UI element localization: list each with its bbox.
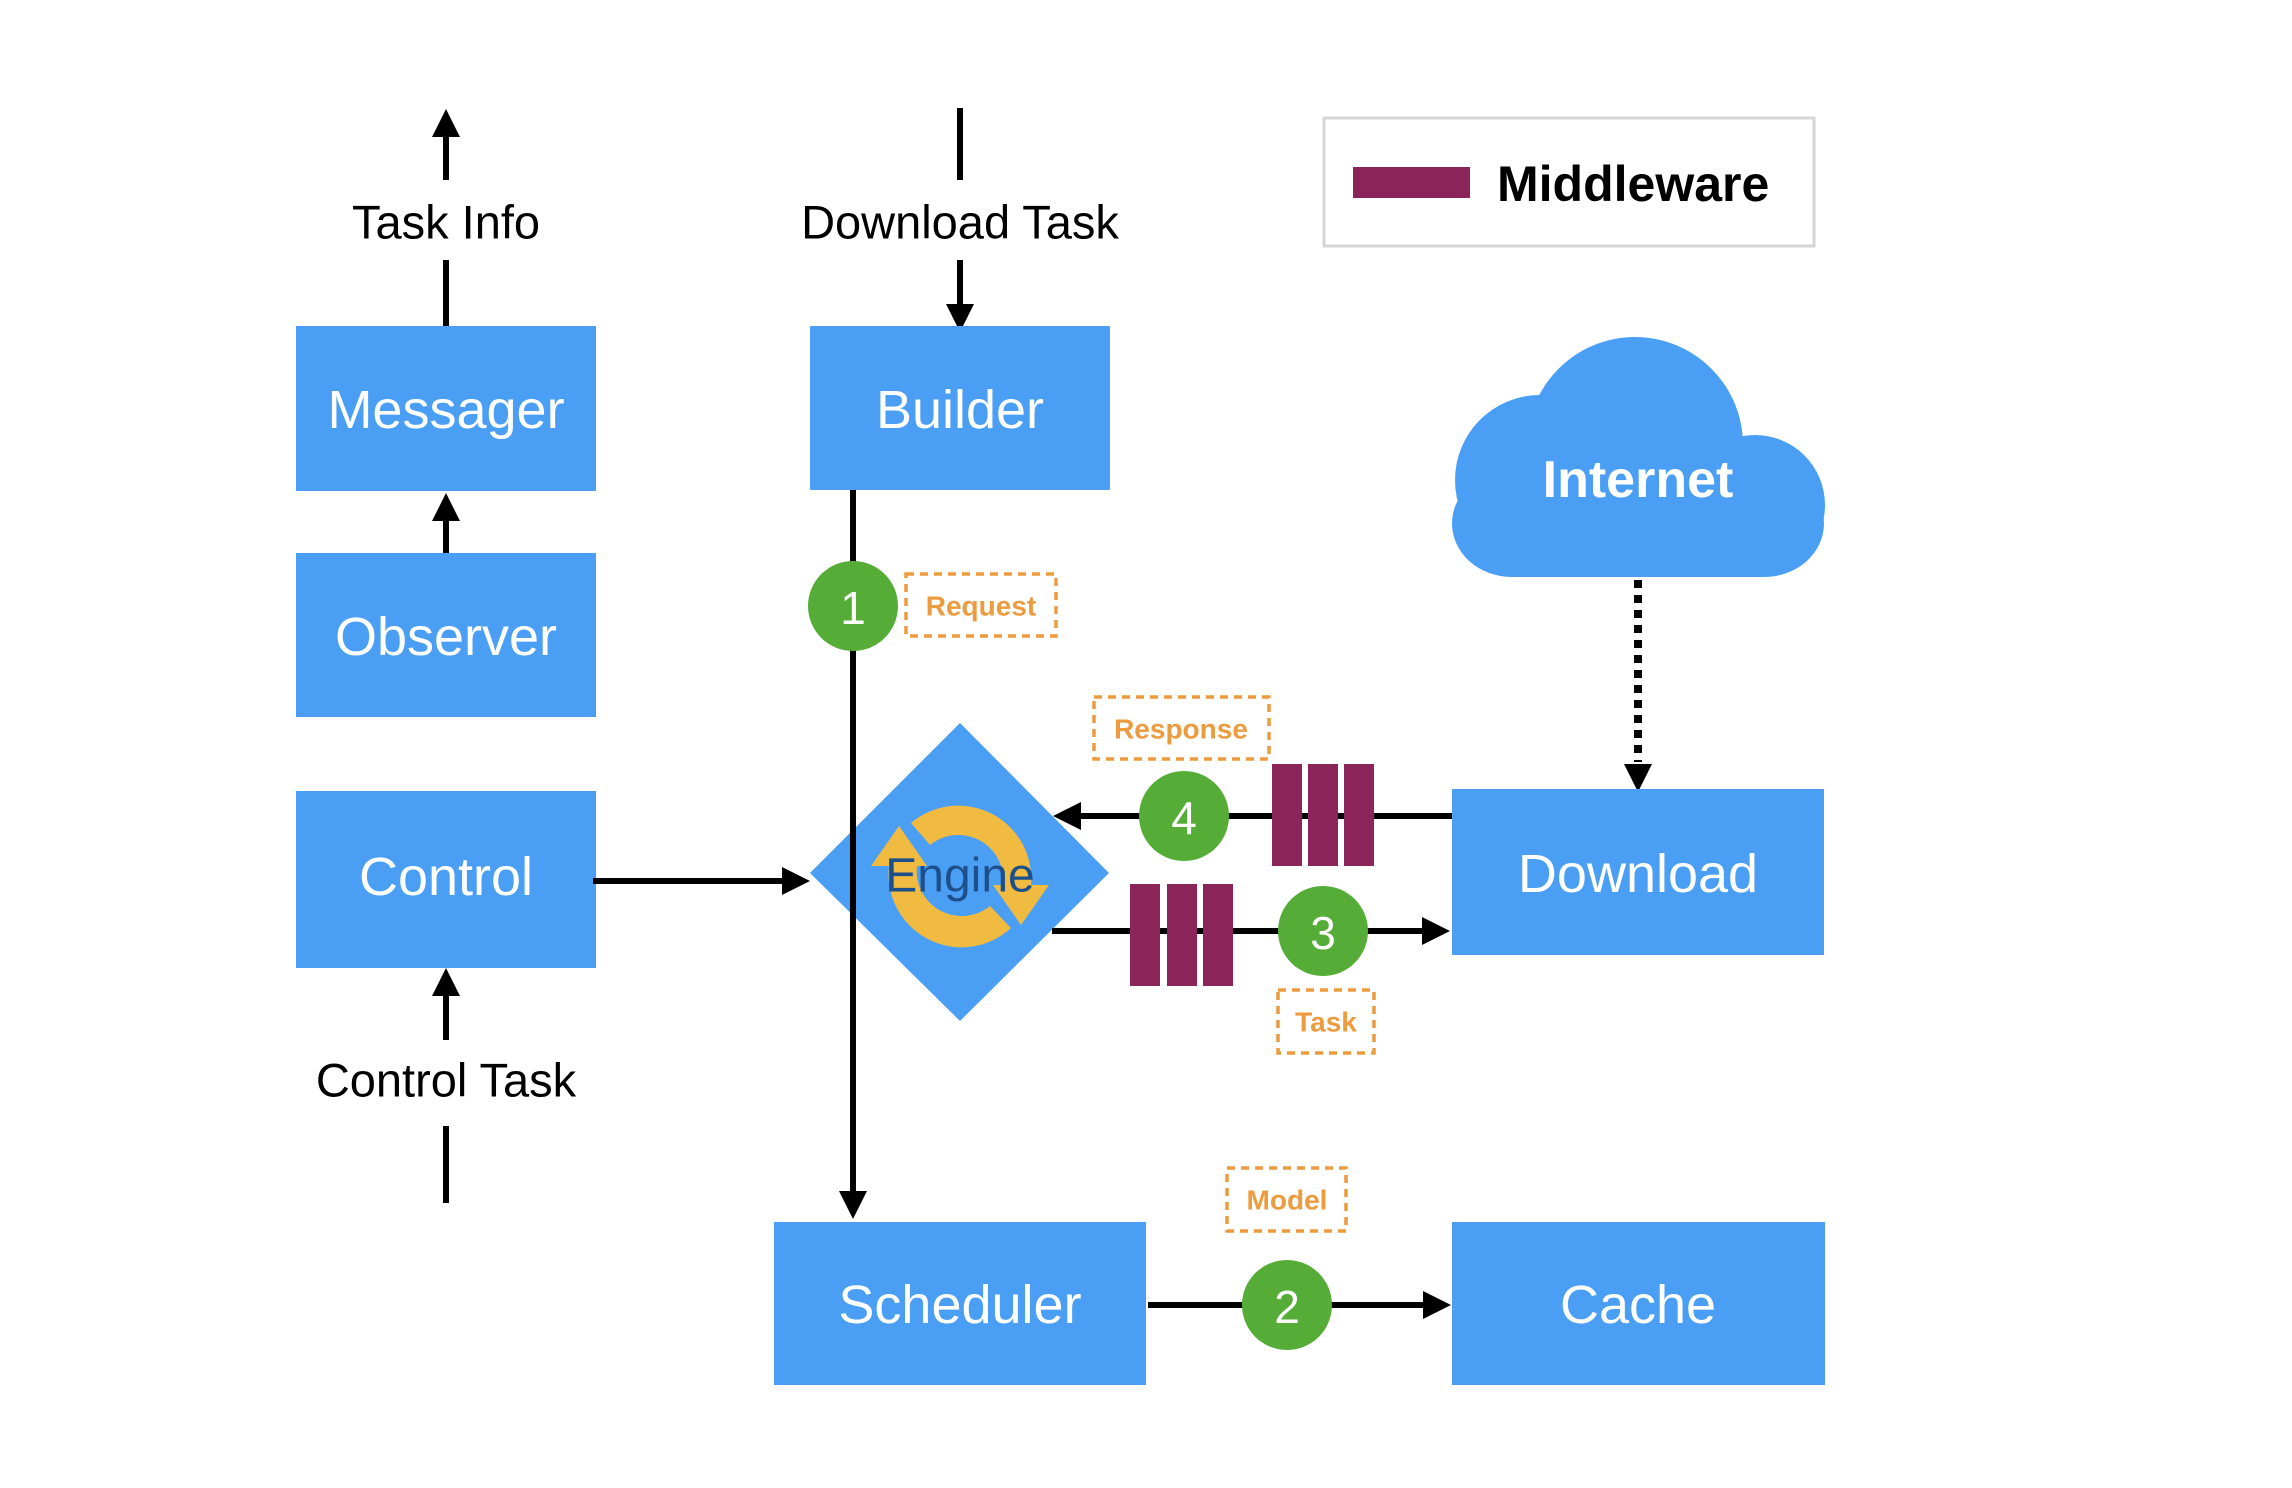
arrow-head-left — [1053, 802, 1081, 830]
middleware-bar[interactable] — [1308, 764, 1338, 866]
edge-control-task-control: Control Task — [316, 968, 577, 1203]
engine-diamond[interactable] — [810, 723, 1109, 1021]
step-3-number: 3 — [1310, 907, 1336, 959]
component-observer[interactable]: Observer — [296, 553, 596, 717]
step-1-number: 1 — [840, 582, 866, 634]
arrow-head-up — [432, 968, 460, 996]
observer-box[interactable] — [296, 553, 596, 717]
step-3[interactable]: 3 Task — [1276, 886, 1376, 1055]
component-cache[interactable]: Cache — [1452, 1222, 1825, 1385]
task-tag-box — [1276, 988, 1376, 1055]
step-2-number: 2 — [1274, 1281, 1300, 1333]
step-1-badge[interactable] — [808, 561, 898, 651]
task-info-label: Task Info — [352, 196, 540, 249]
engine-refresh-icon — [871, 805, 1049, 948]
arrow-head-down — [839, 1191, 867, 1219]
download-task-label: Download Task — [801, 196, 1119, 249]
task-tag-label: Task — [1295, 1007, 1357, 1038]
internet-label: Internet — [1543, 451, 1734, 509]
arrow-head-up — [432, 109, 460, 137]
step-2-badge[interactable] — [1242, 1260, 1332, 1350]
control-box[interactable] — [296, 791, 596, 968]
edge-control-engine — [593, 867, 810, 895]
step-2[interactable]: Model 2 — [1225, 1166, 1348, 1350]
step-3-badge[interactable] — [1278, 886, 1368, 976]
step-4[interactable]: Response 4 — [1092, 695, 1271, 861]
component-builder[interactable]: Builder — [810, 326, 1110, 490]
edge-engine-download — [1052, 917, 1450, 945]
middleware-bar[interactable] — [1203, 884, 1233, 986]
arrow-head-right — [1423, 1291, 1451, 1319]
download-label: Download — [1518, 844, 1758, 904]
middleware-bar[interactable] — [1272, 764, 1302, 866]
middleware-group-response[interactable] — [1272, 764, 1374, 866]
step-1[interactable]: 1 Request — [808, 561, 1058, 651]
arrow-head-up — [432, 493, 460, 521]
legend-middleware-label: Middleware — [1497, 156, 1769, 212]
legend: Middleware — [1322, 116, 1816, 248]
arrow-head-down — [1624, 764, 1652, 792]
control-label: Control — [359, 847, 533, 907]
response-tag-label: Response — [1114, 714, 1248, 745]
control-task-label: Control Task — [316, 1054, 577, 1107]
edge-observer-messager — [432, 493, 460, 553]
component-engine[interactable]: Engine — [810, 723, 1109, 1021]
legend-middleware-swatch — [1353, 167, 1470, 198]
scheduler-label: Scheduler — [838, 1275, 1081, 1335]
step-4-badge[interactable] — [1139, 771, 1229, 861]
scheduler-box[interactable] — [774, 1222, 1146, 1385]
arrow-head-right — [782, 867, 810, 895]
edge-download-task-builder: Download Task — [801, 108, 1119, 332]
messager-label: Messager — [327, 380, 564, 440]
model-tag-box — [1225, 1166, 1348, 1233]
arrow-head-right — [1422, 917, 1450, 945]
cloud-icon[interactable] — [1452, 337, 1825, 577]
middleware-bar[interactable] — [1130, 884, 1160, 986]
cache-box[interactable] — [1452, 1222, 1825, 1385]
response-tag-box — [1092, 695, 1271, 761]
request-tag-label: Request — [926, 591, 1036, 622]
component-scheduler[interactable]: Scheduler — [774, 1222, 1146, 1385]
edge-messager-task-info: Task Info — [352, 109, 540, 328]
component-internet[interactable]: Internet — [1452, 337, 1825, 577]
cache-label: Cache — [1560, 1275, 1716, 1335]
engine-label: Engine — [885, 850, 1034, 903]
builder-label: Builder — [876, 380, 1044, 440]
component-messager[interactable]: Messager — [296, 326, 596, 491]
middleware-bar[interactable] — [1344, 764, 1374, 866]
observer-label: Observer — [335, 607, 557, 667]
edge-internet-download — [1624, 580, 1652, 792]
arrow-head-down — [946, 304, 974, 332]
step-4-number: 4 — [1171, 792, 1197, 844]
edge-download-engine — [1053, 802, 1452, 830]
messager-box[interactable] — [296, 326, 596, 491]
request-tag-box — [904, 572, 1058, 638]
middleware-bar[interactable] — [1167, 884, 1197, 986]
middleware-group-task[interactable] — [1130, 884, 1233, 986]
download-box[interactable] — [1452, 789, 1824, 955]
builder-box[interactable] — [810, 326, 1110, 490]
component-control[interactable]: Control — [296, 791, 596, 968]
model-tag-label: Model — [1247, 1185, 1328, 1216]
component-download[interactable]: Download — [1452, 789, 1824, 955]
